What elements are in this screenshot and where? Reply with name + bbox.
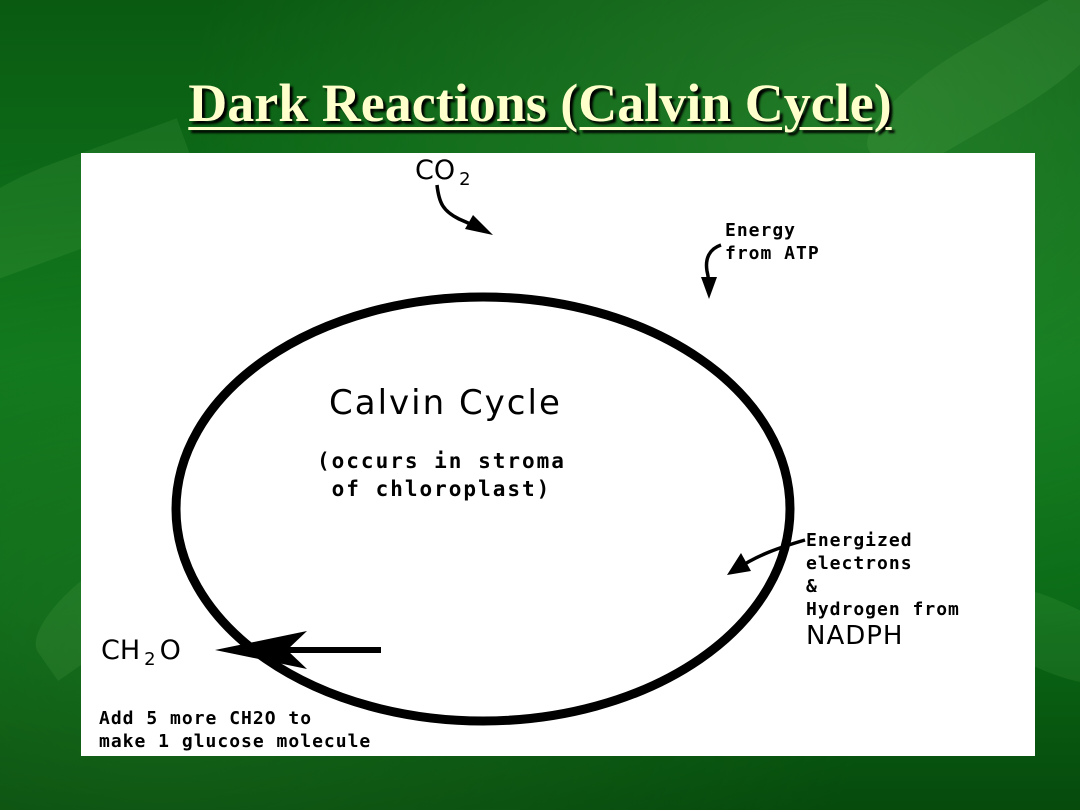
cycle-graphic (171, 184, 806, 726)
nadph-label: Energized electrons & Hydrogen from NADP… (806, 529, 960, 651)
ch2o-label-main-a: CH (101, 635, 141, 666)
co2-label-main: CO (415, 155, 456, 186)
atp-label: Energy from ATP (725, 219, 820, 265)
nadph-label-line3: & (806, 576, 818, 597)
cycle-location-line1: (occurs in stroma (317, 449, 566, 473)
co2-label-subscript: 2 (459, 169, 471, 190)
nadph-label-line5: NADPH (806, 621, 904, 651)
cycle-circle (171, 292, 795, 726)
nadph-label-line2: electrons (806, 553, 913, 574)
cycle-location-line2: of chloroplast) (317, 477, 552, 501)
slide-title: Dark Reactions (Calvin Cycle) (188, 73, 892, 133)
atp-label-line2: from ATP (725, 243, 820, 264)
atp-label-line1: Energy (725, 220, 797, 241)
nadph-arrow-head (727, 553, 751, 575)
ch2o-arrow-head (215, 631, 307, 669)
nadph-label-line1: Energized (806, 530, 913, 551)
glucose-note-line2: make 1 glucose molecule (99, 731, 372, 752)
cycle-location: (occurs in stroma of chloroplast) (317, 447, 566, 503)
ch2o-label-subscript: 2 (144, 649, 156, 670)
co2-arrow-head (465, 215, 493, 235)
nadph-label-line4: Hydrogen from (806, 599, 960, 620)
glucose-note: Add 5 more CH2O to make 1 glucose molecu… (99, 707, 371, 753)
ch2o-label-main-b: O (159, 635, 181, 666)
glucose-note-line1: Add 5 more CH2O to (99, 708, 313, 729)
cycle-title: Calvin Cycle (329, 383, 562, 423)
atp-arrow-head (701, 277, 717, 299)
